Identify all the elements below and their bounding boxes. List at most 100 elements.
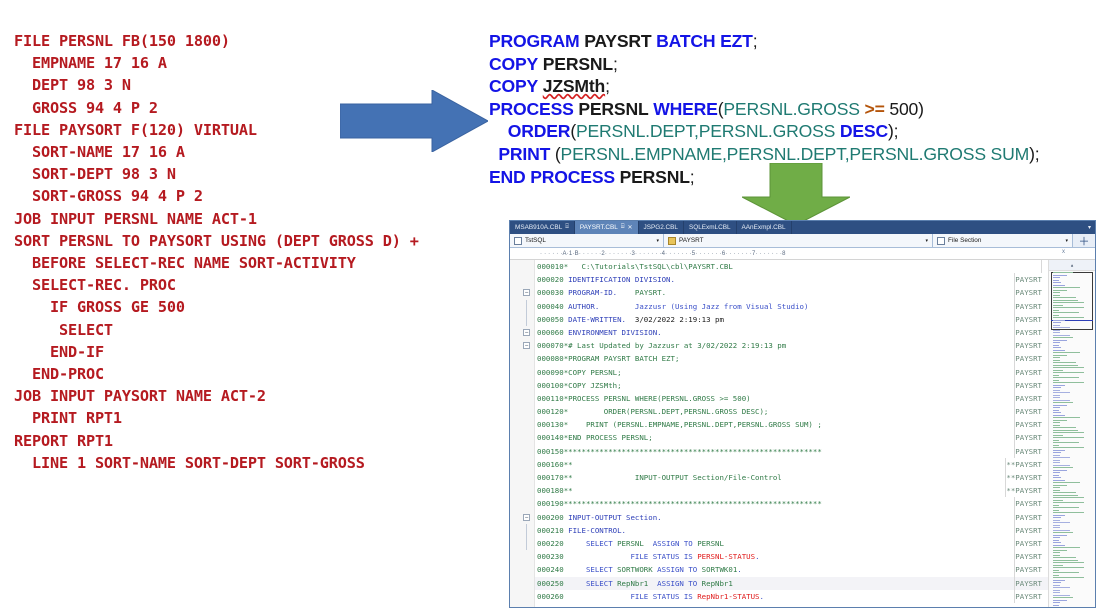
minimap-line (1053, 407, 1060, 409)
program-name-column: PAYSRT (1015, 367, 1042, 377)
code-line-text: * (568, 458, 1005, 471)
editor-body[interactable]: − − − − 000010* C:\Tutorials\TstSQL\cbl\PAY… (510, 260, 1095, 607)
outline-collapse-icon[interactable]: − (523, 329, 530, 336)
code-line[interactable]: 000070*# Last Updated by Jazzusr at 3/02… (535, 339, 1048, 353)
code-line[interactable]: 000030 PROGRAM-ID. PAYSRT.PAYSRT (535, 286, 1048, 300)
minimap-line (1053, 447, 1085, 449)
green-down-arrow-icon (742, 163, 850, 225)
legacy-code-line: SORT PERSNL TO PAYSORT USING (DEPT GROSS… (14, 231, 419, 250)
code-minimap[interactable]: ▴ (1048, 260, 1095, 607)
outline-collapse-icon[interactable]: − (523, 342, 530, 350)
code-line-text: PROGRAM-ID. PAYSRT. (564, 286, 1015, 299)
minimap-line (1053, 552, 1060, 554)
minimap-line (1053, 499, 1064, 501)
editor-tab-msab910a-cbl[interactable]: MSAB910A.CBL⌸ (510, 221, 575, 234)
program-name-column-separator (1014, 286, 1016, 300)
outline-gutter[interactable]: − − − − (510, 260, 535, 607)
minimap-line (1053, 562, 1085, 564)
code-line[interactable]: 000150**********************************… (535, 444, 1048, 458)
pin-icon[interactable]: ⌸ (565, 224, 569, 230)
code-token: SORTWK01 (701, 565, 738, 575)
close-icon[interactable]: ✕ (627, 225, 633, 231)
chevron-down-icon[interactable]: ▾ (1087, 225, 1091, 231)
legacy-code-line: END-IF (14, 342, 104, 361)
line-sequence-number: 000140* (537, 433, 569, 443)
code-token: PERSNL-STATUS (697, 552, 756, 562)
outline-collapse-icon[interactable]: − (523, 513, 530, 521)
editor-tab-aanexmpl-cbl[interactable]: AAnExmpl.CBL (737, 221, 792, 234)
program-name-column-separator (1014, 431, 1016, 445)
minimap-line (1053, 557, 1076, 559)
minimap-line (1053, 519, 1060, 521)
code-line[interactable]: 000190**********************************… (535, 497, 1048, 511)
code-line[interactable]: 000240 SELECT SORTWORK ASSIGN TO SORTWK0… (535, 563, 1048, 577)
code-line[interactable]: 000050 DATE-WRITTEN. 3/02/2022 2:19:13 p… (535, 312, 1048, 326)
program-name-column-separator (1041, 260, 1042, 274)
scroll-up-icon[interactable]: ▴ (1049, 260, 1095, 271)
code-line[interactable]: 000080*PROGRAM PAYSRT BATCH EZT;PAYSRT (535, 352, 1048, 366)
code-token: ; (612, 53, 618, 74)
code-line[interactable]: 000200 INPUT-OUTPUT Section.PAYSRT (535, 510, 1048, 524)
section-dropdown[interactable]: File Section ▾ (933, 234, 1073, 247)
code-line[interactable]: 000210 FILE-CONTROL.PAYSRT (535, 523, 1048, 537)
code-token: JZSMth (542, 76, 606, 97)
editor-tab-sqlexmlcbl[interactable]: SQLExmLCBL (684, 221, 737, 234)
editor-tab-paysrt-cbl[interactable]: PAYSRT.CBL⌸✕ (574, 221, 639, 234)
code-line[interactable]: 000110*PROCESS PERSNL WHERE(PERSNL.GROSS… (535, 391, 1048, 406)
minimap-line (1053, 544, 1066, 546)
code-line[interactable]: 000170** INPUT-OUTPUT Section/File-Contr… (535, 471, 1048, 485)
outline-collapse-icon[interactable]: − (523, 289, 530, 297)
code-token: FILE STATUS IS (563, 591, 698, 601)
code-line[interactable]: 000100*COPY JZSMth;PAYSRT (535, 378, 1048, 392)
minimap-line (1053, 587, 1070, 589)
minimap-line (1053, 477, 1061, 479)
minimap-line (1053, 347, 1061, 349)
program-name-column-separator (1014, 589, 1016, 603)
program-name-column-separator (1014, 339, 1016, 353)
code-listing[interactable]: 000010* C:\Tutorials\TstSQL\cbl\PAYSRT.C… (535, 260, 1048, 607)
outline-connector-line (526, 299, 527, 326)
editor-navigation-bar[interactable]: TstSQL ▾ PAYSRT ▾ File Section ▾ ＋ (510, 234, 1095, 248)
code-token: * (568, 459, 573, 469)
project-dropdown[interactable]: TstSQL ▾ (510, 234, 664, 247)
code-line[interactable]: 000040 AUTHOR. Jazzusr (Using Jazz from … (535, 299, 1048, 313)
code-line[interactable]: 000230 FILE STATUS IS PERSNL-STATUS.PAYS… (535, 550, 1048, 564)
minimap-line (1053, 314, 1059, 316)
code-line[interactable]: 000130* PRINT (PERSNL.EMPNAME,PERSNL.DEP… (535, 418, 1048, 432)
program-name-column: PAYSRT (1015, 565, 1042, 575)
minimap-line (1053, 299, 1078, 301)
code-line[interactable]: 000160****PAYSRT (535, 457, 1048, 471)
code-token: . (737, 565, 742, 575)
member-dropdown[interactable]: PAYSRT ▾ (664, 234, 933, 247)
legacy-code-line: EMPNAME 17 16 A (14, 54, 167, 73)
minimap-line (1053, 394, 1060, 396)
program-name-column: PAYSRT (1015, 420, 1042, 430)
code-line[interactable]: 000090*COPY PERSNL;PAYSRT (535, 365, 1048, 379)
code-line-text: # Last Updated by Jazzusr at 3/02/2022 2… (568, 339, 1014, 352)
code-line[interactable]: 000180****PAYSRT (535, 484, 1048, 498)
code-line[interactable]: 000260 FILE STATUS IS RepNbr1-STATUS.PAY… (535, 589, 1048, 603)
code-line[interactable]: 000060 ENVIRONMENT DIVISION.PAYSRT (535, 325, 1048, 340)
code-token: PERSNL (542, 53, 613, 74)
minimap-line (1053, 502, 1085, 504)
code-line[interactable]: 000010* C:\Tutorials\TstSQL\cbl\PAYSRT.C… (535, 260, 1048, 274)
code-line[interactable]: 000140*END PROCESS PERSNL;PAYSRT (535, 431, 1048, 445)
program-name-column-separator (1014, 550, 1016, 564)
minimap-line (1053, 567, 1085, 569)
add-tab-button[interactable]: ＋ (1073, 234, 1095, 248)
minimap-line (1053, 479, 1066, 481)
code-token: * INPUT-OUTPUT Section/File-Control (568, 473, 782, 482)
generated-jazz-code-block: PROGRAM PAYSRT BATCH EZT;COPY PERSNL;COP… (489, 30, 1094, 188)
code-token (617, 288, 635, 297)
editor-tab-jspg2-cbl[interactable]: JSPG2.CBL (639, 221, 684, 234)
code-line[interactable]: 000120* ORDER(PERSNL.DEPT,PERSNL.GROSS D… (535, 405, 1048, 419)
code-line[interactable]: 000020 IDENTIFICATION DIVISION.PAYSRT (535, 273, 1048, 287)
save-icon[interactable]: ⌸ (620, 224, 625, 230)
code-token: ****************************************… (568, 499, 822, 509)
code-token: PRINT (PERSNL.EMPNAME,PERSNL.DEPT,PERSNL… (568, 420, 822, 430)
minimap-caret-line (1051, 320, 1093, 321)
